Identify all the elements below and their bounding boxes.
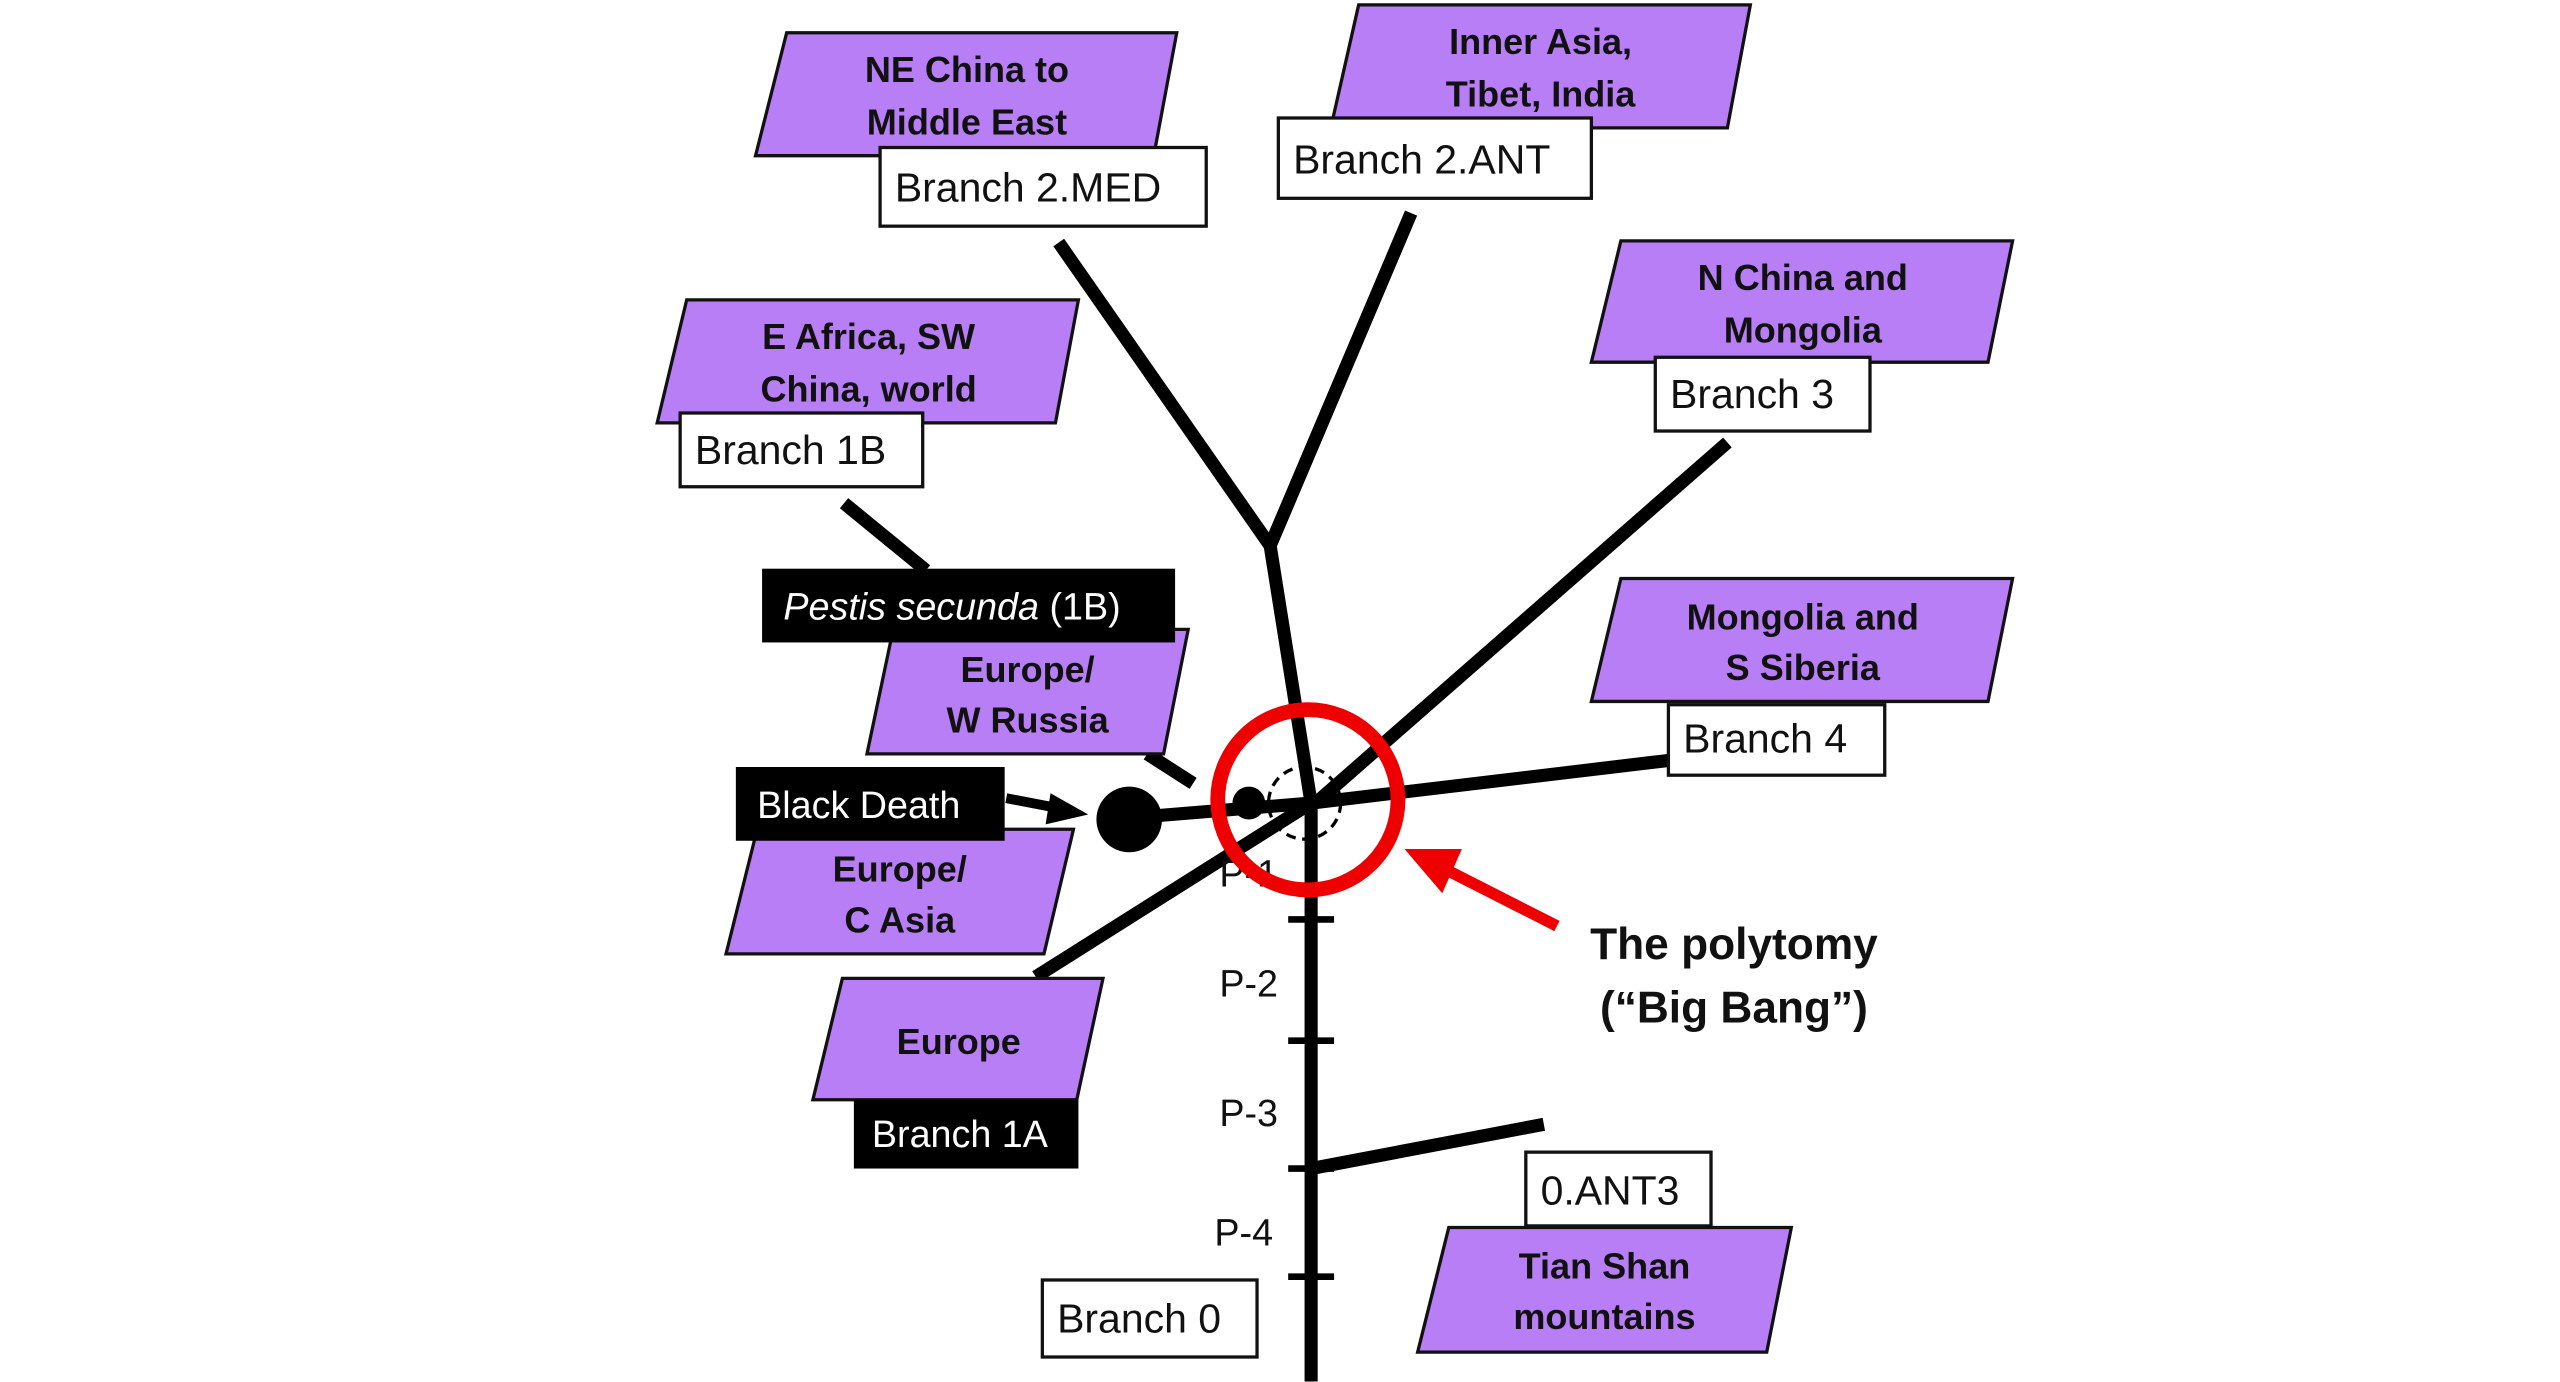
polytomy-highlight-circle [1210,702,1406,898]
branch-2med-line [1053,238,1276,550]
label-text: Branch 2.ANT [1293,137,1550,183]
label-0-ant3: 0.ANT3 [1524,1150,1713,1228]
region-europe-w-russia: Europe/ W Russia [864,627,1191,756]
polytomy-arrow [1404,848,1560,932]
label-branch-3: Branch 3 [1653,355,1872,433]
label-pestis-secunda: Pestis secunda (1B) [762,568,1176,643]
label-box [762,568,1176,643]
label-text: Branch 4 [1683,715,1847,761]
label-text: Branch 2.MED [895,165,1161,211]
label-box [1653,355,1872,433]
pestis-secunda-node [1232,786,1266,820]
branch-2ant-line [1264,210,1418,549]
region-line: Europe/ [833,849,967,890]
polytomy-callout: The polytomy (“Big Bang”) [1590,920,1878,1033]
callout-line: (“Big Bang”) [1600,984,1868,1033]
region-shape [655,298,1081,425]
arrow-head [1404,848,1462,894]
branch-4-line [1310,753,1670,810]
region-ne-china: NE China to Middle East [753,31,1179,158]
region-europe-c-asia: Europe/ C Asia [723,827,1076,956]
region-shape [1589,239,2015,364]
region-line: Inner Asia, [1449,21,1632,62]
label-branch-1b: Branch 1B [678,411,925,489]
period-label: P-4 [1214,1212,1273,1254]
region-line: S Siberia [1726,647,1881,688]
branch-3-line [1314,437,1732,805]
region-line: E Africa, SW [762,316,975,357]
region-line: Europe/ [960,649,1094,690]
label-branch-1a: Branch 1A [853,1099,1079,1169]
branch-0ant3-line [1309,1117,1546,1175]
region-line: C Asia [844,900,956,941]
label-box [678,411,925,489]
period-label: P-3 [1219,1092,1278,1134]
region-shape [1589,576,2015,704]
label-text: Pestis secunda (1B) [783,586,1120,628]
region-line: Mongolia and [1687,596,1919,637]
label-box [1040,1278,1259,1359]
region-inner-asia: Inner Asia, Tibet, India [1328,3,1753,130]
period-ticks [1288,916,1335,1280]
label-text: Black Death [757,784,960,826]
region-line: NE China to [865,49,1069,90]
region-e-africa: E Africa, SW China, world [655,298,1081,425]
label-branch-2med: Branch 2.MED [878,145,1208,228]
callout-line: The polytomy [1590,920,1878,969]
arrow-head [1045,793,1089,825]
label-box [1276,116,1594,200]
label-box [878,145,1208,228]
region-line: Tian Shan [1519,1245,1691,1286]
region-line: N China and [1698,257,1908,298]
region-mongolia-siberia: Mongolia and S Siberia [1589,576,2015,704]
region-line: W Russia [946,700,1109,741]
branch-1a-line [1032,797,1315,983]
label-text: Branch 1B [695,427,886,473]
period-label: P-2 [1219,962,1278,1004]
label-box [1666,703,1887,777]
label-text: Branch 0 [1057,1295,1221,1341]
region-shape [1328,3,1753,130]
label-box [735,767,1005,841]
black-death-arrow [1005,793,1089,825]
label-text: 0.ANT3 [1541,1168,1680,1214]
pestis-italic: Pestis secunda [783,586,1039,628]
region-line: Middle East [867,101,1067,142]
region-n-china: N China and Mongolia [1589,239,2015,364]
region-line: Tibet, India [1446,74,1637,115]
label-text: Branch 1A [872,1113,1049,1155]
region-line: Europe [897,1021,1021,1062]
region-line: China, world [760,369,976,410]
region-europe: Europe [810,976,1106,1102]
period-labels: P-1 P-2 P-3 P-4 [1214,853,1278,1254]
region-line: mountains [1513,1296,1695,1337]
label-box [1524,1150,1713,1228]
polytomy-dashed-ring [1266,765,1343,841]
label-branch-0: Branch 0 [1040,1278,1259,1359]
branch-1b-line-lower [1143,748,1197,789]
arrow-shaft [1447,866,1560,932]
pestis-suffix: (1B) [1039,586,1121,628]
region-tian-shan: Tian Shan mountains [1415,1225,1794,1354]
label-text: Branch 3 [1670,371,1834,417]
black-death-node [1096,786,1162,853]
tree-lines [839,210,1732,1382]
label-black-death: Black Death [735,767,1005,841]
label-branch-2ant: Branch 2.ANT [1276,116,1594,200]
label-box [853,1099,1079,1169]
label-branch-4: Branch 4 [1666,703,1887,777]
branch-1b-line [839,498,931,576]
region-line: Mongolia [1724,310,1883,351]
